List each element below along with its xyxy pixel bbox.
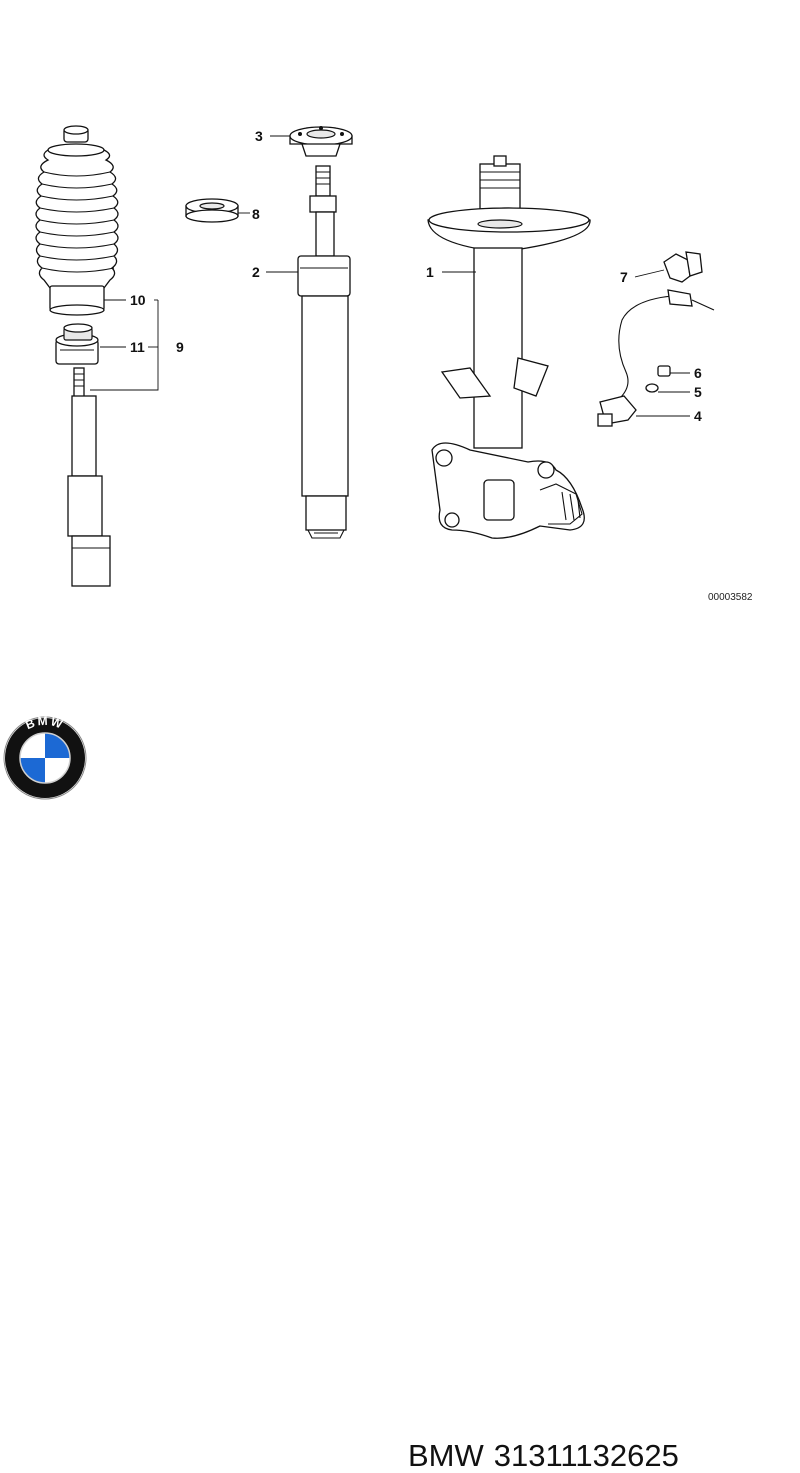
product-label: BMW 31311132625 — [408, 1440, 679, 1471]
callout-5: 5 — [658, 384, 702, 400]
cable-clip — [663, 251, 703, 283]
piston-rod-assembly — [67, 367, 111, 587]
callout-label: 9 — [176, 339, 184, 355]
abs-sensor — [597, 289, 715, 427]
strut-housing — [427, 155, 591, 539]
callout-3: 3 — [255, 128, 290, 144]
bump-stop — [55, 323, 99, 365]
bolt — [657, 365, 671, 377]
callout-label: 2 — [252, 264, 260, 280]
exploded-view-drawing: 1 2 3 4 5 6 7 8 9 10 11 00003 — [35, 125, 753, 603]
callout-8: 8 — [238, 206, 260, 222]
footer: BMW BMW 31311132625 — [0, 700, 800, 1471]
brand-name: BMW — [408, 1438, 484, 1473]
callout-label: 4 — [694, 408, 702, 424]
callout-10: 10 — [104, 292, 158, 308]
diagram-reference-number: 00003582 — [708, 592, 753, 603]
callout-7: 7 — [620, 269, 665, 285]
callout-label: 11 — [130, 339, 145, 355]
bmw-logo-icon: BMW — [3, 714, 87, 800]
shock-absorber — [297, 165, 351, 539]
callout-label: 8 — [252, 206, 260, 222]
callout-4: 4 — [636, 408, 702, 424]
callout-label: 5 — [694, 384, 702, 400]
callout-9: 9 — [90, 300, 184, 391]
part-number: 31311132625 — [493, 1438, 679, 1473]
callout-6: 6 — [670, 365, 702, 381]
logo-letters: BMW — [24, 714, 65, 732]
logo-blue-quadrant — [45, 733, 70, 758]
callout-label: 7 — [620, 269, 628, 285]
logo-blue-quadrant — [20, 758, 45, 783]
washer — [645, 383, 659, 393]
callout-11: 11 — [100, 339, 158, 355]
callout-2: 2 — [252, 264, 298, 280]
callout-1: 1 — [426, 264, 476, 280]
callout-label: 1 — [426, 264, 434, 280]
callout-label: 3 — [255, 128, 263, 144]
strut-mount — [289, 126, 353, 157]
callout-label: 10 — [130, 292, 146, 308]
callout-label: 6 — [694, 365, 702, 381]
bearing-ring — [185, 198, 239, 223]
bellows-dust-boot — [35, 125, 119, 316]
svg-text:BMW: BMW — [24, 714, 67, 732]
parts-diagram: 1 2 3 4 5 6 7 8 9 10 11 00003 — [35, 125, 753, 603]
